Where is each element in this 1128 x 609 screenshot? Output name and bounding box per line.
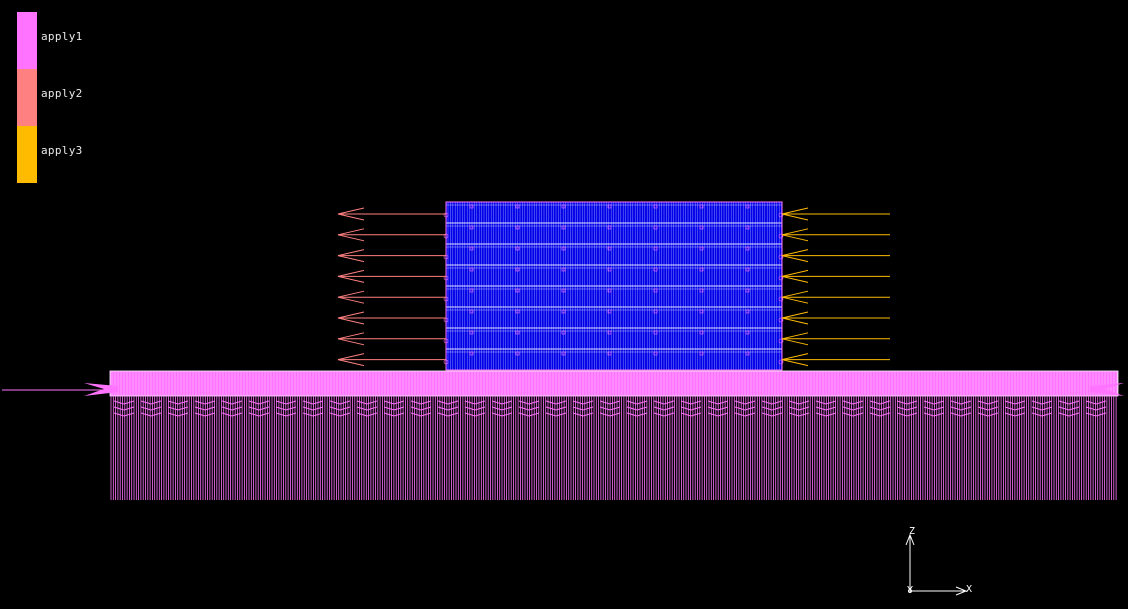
legend-label-apply3: apply3 bbox=[41, 144, 83, 157]
coordinate-triad bbox=[905, 533, 968, 596]
z-axis-arrow-icon bbox=[905, 533, 915, 591]
y-axis-marker-icon bbox=[908, 589, 912, 593]
legend-label-apply1: apply1 bbox=[41, 30, 83, 43]
y-axis-label: Y bbox=[907, 585, 913, 596]
support-lines bbox=[110, 396, 1117, 500]
x-axis-arrow-icon bbox=[910, 586, 968, 596]
x-axis-label: X bbox=[966, 584, 972, 595]
z-axis-label: Z bbox=[909, 526, 915, 537]
legend-swatch-apply2 bbox=[17, 69, 37, 126]
base-plate-mesh[interactable] bbox=[2, 370, 1124, 397]
apply3-load-arrows bbox=[781, 207, 890, 367]
apply2-load-arrows bbox=[337, 207, 446, 367]
legend-label-apply2: apply2 bbox=[41, 87, 83, 100]
legend-swatch-apply1 bbox=[17, 12, 37, 69]
block-mesh[interactable] bbox=[443, 201, 784, 374]
legend-swatch-apply3 bbox=[17, 126, 37, 183]
